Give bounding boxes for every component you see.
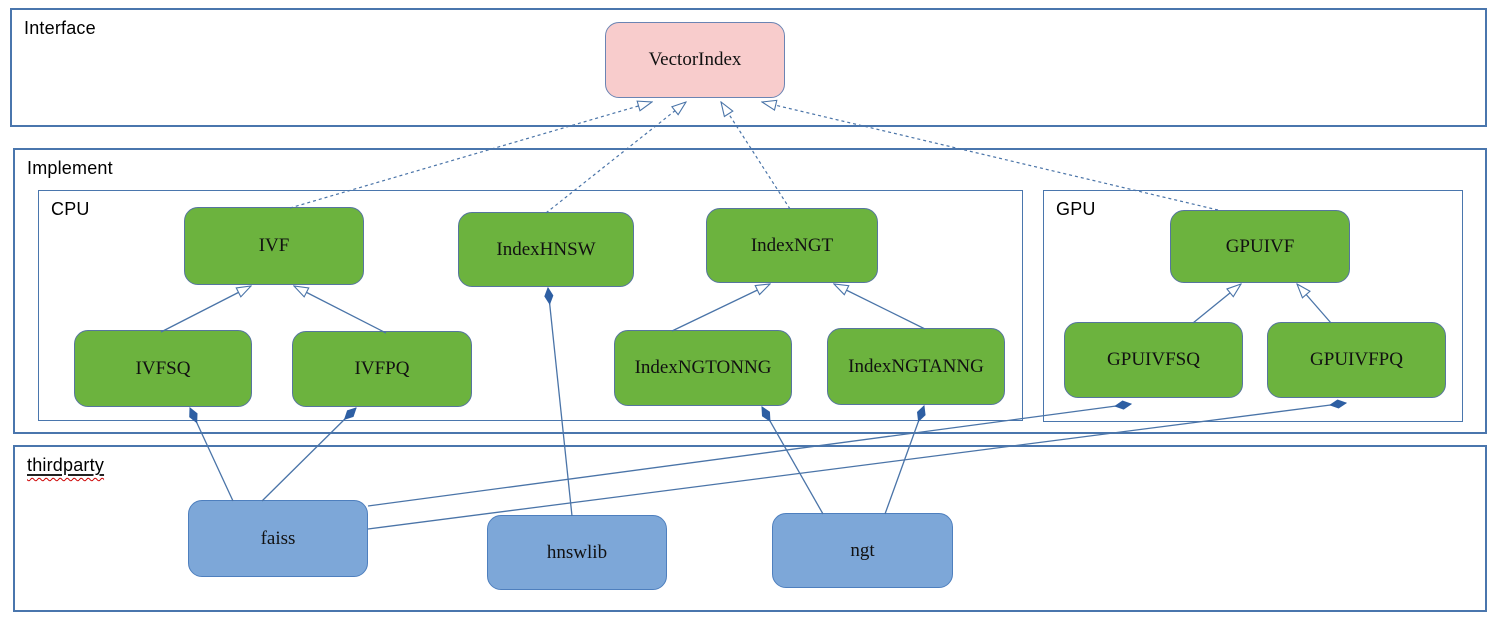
node-gpuivfsq-label: GPUIVFSQ [1107,349,1200,370]
container-thirdparty-label: thirdparty [27,455,104,476]
node-faiss-label: faiss [260,527,296,549]
node-hnswlib-label: hnswlib [546,541,608,563]
node-indexngtonng-label: IndexNGTONNG [634,357,772,378]
node-vectorindex[interactable]: VectorIndex [605,22,785,98]
node-indexngt[interactable]: IndexNGT [706,208,878,283]
container-interface-label: Interface [24,18,96,38]
node-vectorindex-label: VectorIndex [648,49,742,70]
node-ivfpq-label: IVFPQ [354,358,410,379]
node-indexhnsw[interactable]: IndexHNSW [458,212,634,287]
node-ivf[interactable]: IVF [184,207,364,285]
node-ngt[interactable]: ngt [772,513,953,588]
node-hnswlib[interactable]: hnswlib [487,515,667,590]
node-indexngtanng-label: IndexNGTANNG [848,355,984,377]
container-implement-label: Implement [27,158,113,178]
node-indexngtanng[interactable]: IndexNGTANNG [827,328,1005,405]
container-cpu-label: CPU [51,199,90,219]
node-faiss[interactable]: faiss [188,500,368,577]
node-gpuivf-label: GPUIVF [1225,235,1295,257]
node-indexngtonng[interactable]: IndexNGTONNG [614,330,792,406]
node-indexhnsw-label: IndexHNSW [496,238,596,260]
node-gpuivfpq[interactable]: GPUIVFPQ [1267,322,1446,398]
node-ivfpq[interactable]: IVFPQ [292,331,472,407]
node-indexngt-label: IndexNGT [750,234,834,256]
node-gpuivfpq-label: GPUIVFPQ [1310,349,1403,370]
node-ngt-label: ngt [850,539,875,561]
node-gpuivf[interactable]: GPUIVF [1170,210,1350,283]
container-gpu-label: GPU [1056,199,1096,219]
spellcheck-squiggle: thirdparty [27,455,105,475]
node-ivf-label: IVF [258,235,290,256]
node-gpuivfsq[interactable]: GPUIVFSQ [1064,322,1243,398]
node-ivfsq-label: IVFSQ [135,357,191,379]
node-ivfsq[interactable]: IVFSQ [74,330,252,407]
